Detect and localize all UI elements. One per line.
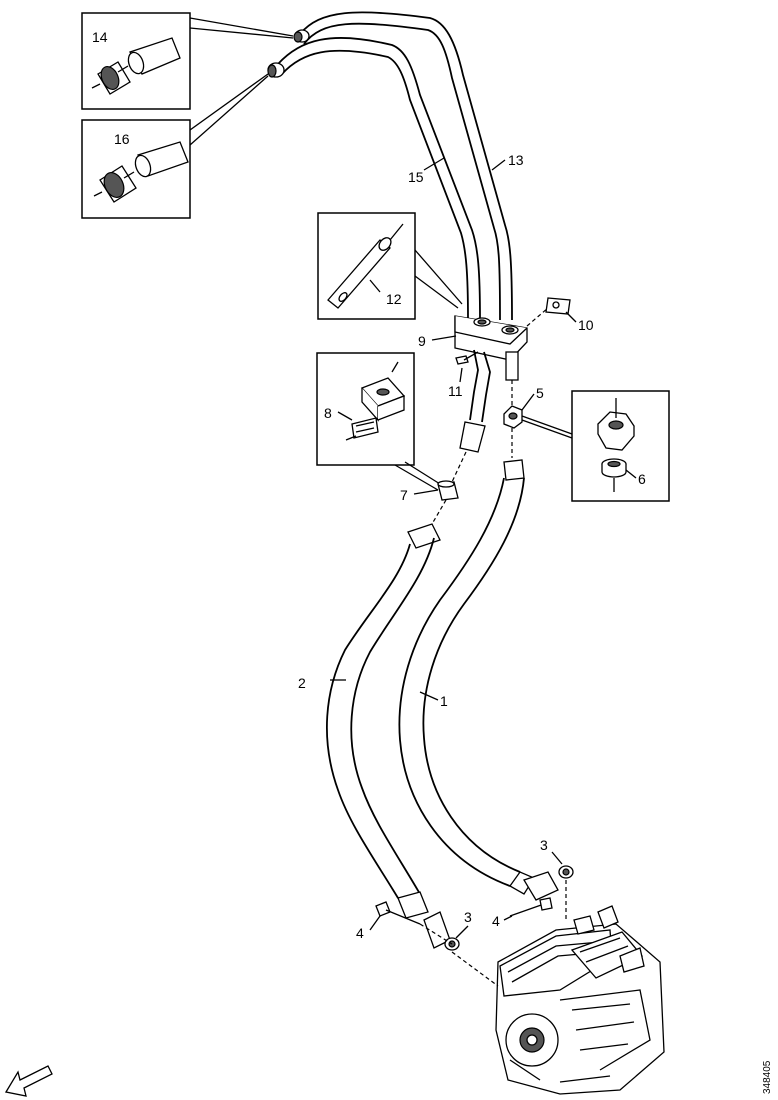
pipe-fitting-16 (267, 62, 285, 78)
bolt-4-lower (375, 901, 421, 925)
callout-2: 2 (298, 675, 306, 691)
callout-16: 16 (114, 131, 130, 147)
callout-8: 8 (324, 405, 332, 421)
leader-line (189, 17, 294, 37)
bolt-11 (455, 351, 479, 365)
front-direction-arrow (4, 1065, 53, 1097)
detail-box-6: 6 (571, 390, 670, 502)
drawing-code: 348405 (762, 1060, 773, 1094)
pipe-15 (277, 37, 481, 321)
hose-2 (326, 523, 441, 919)
pipe-13 (299, 11, 513, 321)
callout-3-upper: 3 (540, 837, 548, 853)
callout-7: 7 (400, 487, 408, 503)
fitting-7 (437, 480, 459, 501)
callout-12: 12 (386, 291, 402, 307)
callout-11: 11 (448, 383, 463, 399)
bolt-4-upper (509, 897, 553, 917)
callout-4-lower: 4 (356, 925, 364, 941)
bracket-9 (454, 315, 528, 361)
callout-15: 15 (408, 169, 424, 185)
callout-14: 14 (92, 29, 108, 45)
fitting-left (423, 911, 460, 951)
callout-9: 9 (418, 333, 426, 349)
callout-13: 13 (508, 152, 524, 168)
hose-1 (398, 459, 535, 895)
callout-4-upper: 4 (492, 913, 500, 929)
fitting-right (523, 865, 574, 901)
detail-box-8: 8 (316, 352, 415, 466)
callout-6: 6 (638, 471, 646, 487)
detail-box-12: 12 (317, 212, 416, 320)
callout-5: 5 (536, 385, 544, 401)
nut-5 (503, 405, 523, 429)
detail-box-14: 14 (81, 12, 191, 110)
pipe-fitting-14 (293, 29, 310, 43)
callout-1: 1 (440, 693, 448, 709)
detail-box-16: 16 (81, 119, 191, 219)
compressor (495, 905, 665, 1095)
callout-3-lower: 3 (464, 909, 472, 925)
callout-10: 10 (578, 317, 594, 333)
